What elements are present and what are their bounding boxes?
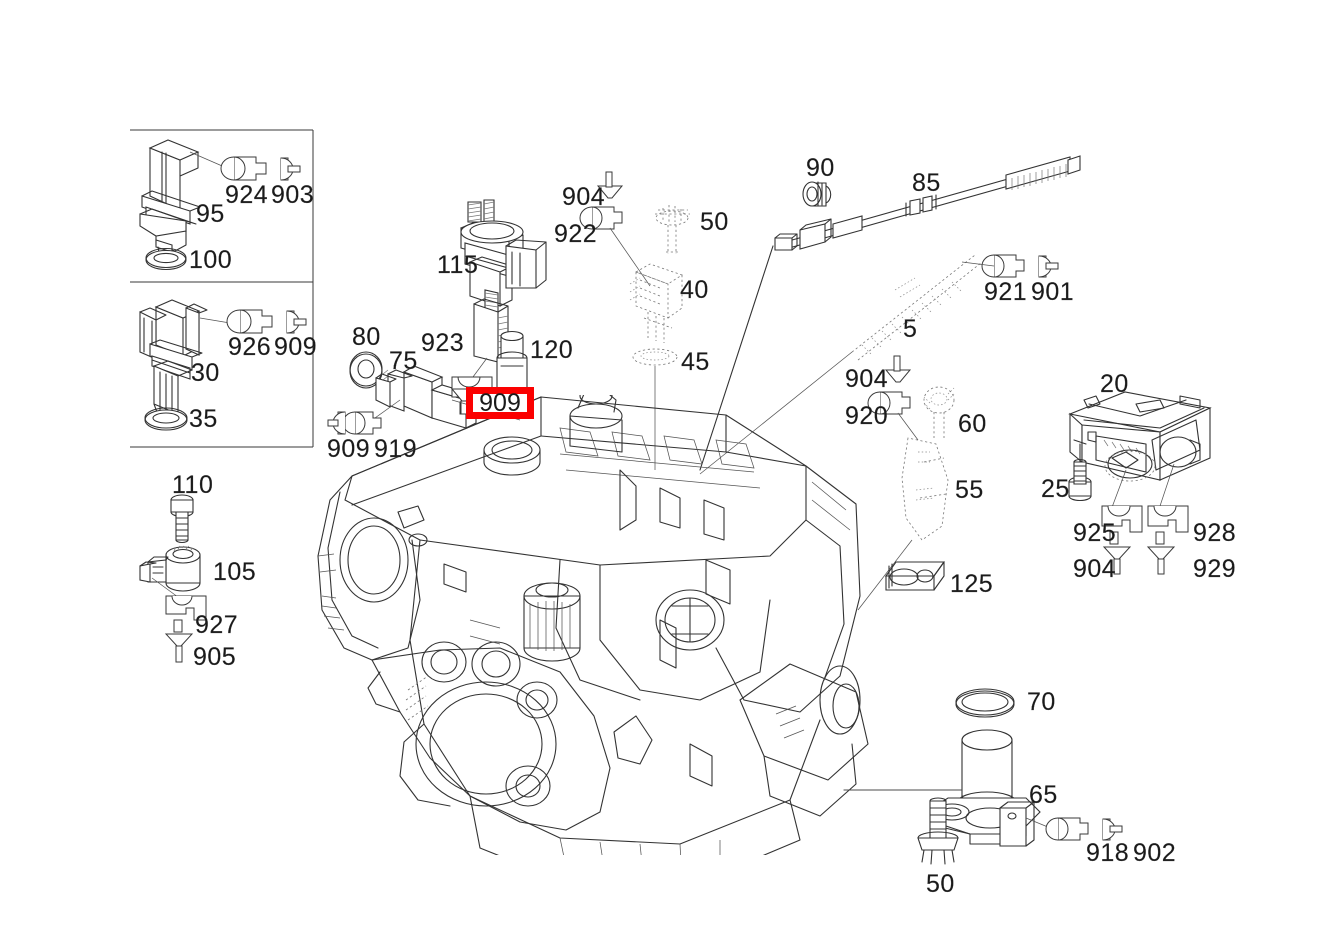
callout-928: 928 — [1193, 519, 1237, 547]
part-30-sensor-drawing — [139, 299, 307, 421]
part-50-component-drawing — [655, 205, 690, 254]
part-40-assembly-drawing — [629, 263, 683, 343]
part-25-bolt-drawing — [1068, 458, 1092, 502]
highlight-inner-fill: 909 — [473, 390, 527, 415]
callout-90: 90 — [806, 154, 835, 182]
callout-903: 903 — [271, 181, 315, 209]
part-922-connector-drawing — [579, 171, 651, 287]
highlighted-callout-909[interactable]: 909 — [466, 387, 534, 419]
callout-904-mid: 904 — [845, 365, 889, 393]
callout-905: 905 — [193, 643, 237, 671]
part-35-oring-drawing — [144, 407, 188, 431]
part-120-plug-connector-drawing — [496, 330, 528, 399]
part-921-connector-drawing — [961, 254, 1059, 278]
callout-927: 927 — [195, 611, 239, 639]
callout-909-panel: 909 — [274, 333, 318, 361]
callout-901: 901 — [1031, 278, 1075, 306]
callout-85: 85 — [912, 169, 941, 197]
callout-20: 20 — [1100, 370, 1129, 398]
part-125-plate-drawing — [884, 561, 946, 591]
part-925-connector-drawing — [1101, 505, 1143, 575]
callout-45: 45 — [681, 348, 710, 376]
callout-902: 902 — [1133, 839, 1177, 867]
left-panel-upper-border — [130, 129, 314, 283]
callout-75: 75 — [389, 347, 418, 375]
part-95-sensor-drawing — [139, 139, 301, 263]
part-105-knock-sensor-drawing — [139, 545, 207, 663]
callout-924: 924 — [225, 181, 269, 209]
highlight-label: 909 — [479, 388, 521, 417]
callout-110: 110 — [172, 471, 214, 499]
part-75-sensor-drawing — [327, 365, 478, 435]
callout-920: 920 — [845, 402, 889, 430]
callout-95: 95 — [196, 200, 225, 228]
callout-25: 25 — [1041, 475, 1070, 503]
part-45-gasket-drawing — [632, 348, 678, 470]
callout-40: 40 — [680, 276, 709, 304]
callout-30: 30 — [191, 359, 220, 387]
part-20-control-unit-drawing — [1068, 391, 1212, 519]
part-70-oring-drawing — [955, 688, 1015, 718]
callout-120: 120 — [530, 336, 574, 364]
callout-922: 922 — [554, 220, 598, 248]
callout-923: 923 — [421, 329, 465, 357]
callout-65: 65 — [1029, 781, 1058, 809]
callout-904-lower: 904 — [1073, 555, 1117, 583]
part-85-cable-drawing — [699, 155, 1081, 471]
callout-55: 55 — [955, 476, 984, 504]
callout-926: 926 — [228, 333, 272, 361]
callout-918: 918 — [1086, 839, 1130, 867]
part-100-oring-drawing — [145, 247, 187, 271]
part-110-bolt-drawing — [170, 494, 194, 544]
callout-105: 105 — [213, 558, 257, 586]
callout-909-left: 909 — [327, 435, 371, 463]
callout-125: 125 — [950, 570, 994, 598]
part-60-component-drawing — [923, 386, 955, 438]
callout-80: 80 — [352, 323, 381, 351]
callout-100: 100 — [189, 246, 233, 274]
callout-50-upper: 50 — [700, 208, 729, 236]
callout-35: 35 — [189, 405, 218, 433]
callout-70: 70 — [1027, 688, 1056, 716]
part-5-harness-drawing — [699, 254, 982, 475]
callout-50-lower: 50 — [926, 870, 955, 898]
engine-illustration — [317, 395, 869, 855]
callout-904-upper: 904 — [562, 183, 606, 211]
callout-5: 5 — [903, 315, 918, 343]
callout-929: 929 — [1193, 555, 1237, 583]
part-65-oil-filter-drawing — [843, 729, 1123, 847]
part-928-connector-drawing — [1146, 505, 1189, 575]
part-920-connector-drawing — [867, 355, 919, 441]
callout-115: 115 — [437, 251, 479, 279]
left-panel-lower-border — [130, 282, 314, 448]
callout-919: 919 — [374, 435, 418, 463]
callout-921: 921 — [984, 278, 1028, 306]
callout-925: 925 — [1073, 519, 1117, 547]
callout-60: 60 — [958, 410, 987, 438]
part-55-bracket-drawing — [857, 437, 949, 611]
part-90-grommet-drawing — [802, 181, 832, 207]
part-50-expanding-rivet-drawing — [917, 797, 959, 865]
part-80-oring-drawing — [349, 351, 383, 389]
